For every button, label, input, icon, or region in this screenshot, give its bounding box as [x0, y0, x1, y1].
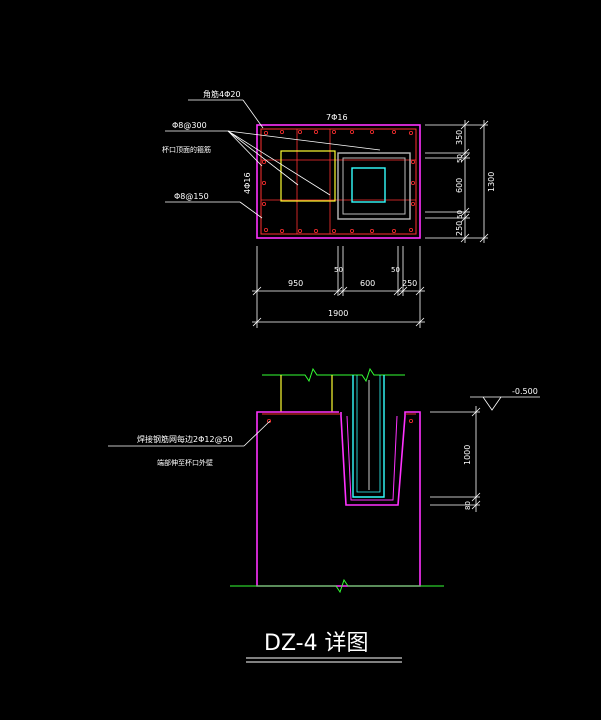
- plan-right-dim-3: 600: [455, 178, 464, 193]
- plan-bottom-dim-2: 50: [334, 266, 343, 274]
- section-view: 焊接钢筋网每边2Φ12@50 端部伸至杯口外壁 -0.500 1000 80: [108, 367, 540, 594]
- section-rebar-dot-right: [408, 418, 413, 423]
- plan-label-side-bars: 4Φ16: [243, 172, 252, 194]
- section-bottom-break: [230, 578, 444, 594]
- section-level-text: -0.500: [512, 387, 538, 396]
- plan-bottom-dims: [252, 246, 425, 328]
- plan-bottom-dim-5: 250: [402, 279, 417, 288]
- plan-cup-outer: [337, 152, 411, 220]
- plan-bottom-dim-1: 950: [288, 279, 303, 288]
- plan-leaders: [165, 99, 381, 219]
- plan-bottom-dim-3: 600: [360, 279, 375, 288]
- section-note-leader-diag: [243, 420, 271, 447]
- drawing-title: DZ-4 详图: [264, 631, 369, 656]
- plan-right-total: 1300: [487, 172, 496, 192]
- section-foundation-outline: [256, 411, 421, 587]
- plan-bottom-total: 1900: [328, 309, 348, 318]
- section-column-inner: [356, 375, 381, 493]
- plan-cup-inner: [342, 157, 406, 215]
- section-dim-bottom: 80: [464, 501, 472, 510]
- plan-rebar-dots: [261, 129, 415, 233]
- plan-label-stirrup-note: 杯口顶面的箍筋: [162, 145, 211, 154]
- section-cup-inner: [346, 415, 398, 501]
- plan-label-corner-bar: 角筋4Φ20: [203, 89, 241, 99]
- plan-right-dims: [425, 120, 489, 243]
- plan-rebar-cage: [260, 128, 417, 235]
- plan-view: 角筋4Φ20 7Φ16 Φ8@300 杯口顶面的箍筋 4Φ16 Φ8@150 3…: [162, 89, 496, 328]
- section-dim-depth: 1000: [463, 445, 472, 465]
- section-note-1: 焊接钢筋网每边2Φ12@50: [137, 434, 233, 444]
- plan-right-dim-4: 50: [456, 210, 464, 219]
- plan-collar-box: [280, 150, 336, 202]
- section-level-marker: [470, 396, 540, 411]
- drawing-title-block: DZ-4 详图: [246, 631, 402, 663]
- plan-column: [351, 167, 386, 203]
- section-rebar-dot-left: [266, 418, 271, 423]
- plan-label-top-bars: 7Φ16: [326, 113, 348, 122]
- plan-outline: [256, 124, 421, 239]
- plan-right-dim-5: 250: [455, 221, 464, 236]
- plan-label-stirrup-1: Φ8@300: [172, 121, 207, 130]
- section-ground-line: [262, 367, 405, 383]
- section-column: [352, 375, 385, 498]
- section-note-2: 端部伸至杯口外壁: [157, 458, 213, 467]
- plan-right-dim-2: 50: [456, 154, 464, 163]
- section-right-dims: [430, 406, 481, 512]
- plan-label-stirrup-2: Φ8@150: [174, 192, 209, 201]
- plan-right-dim-1: 350: [455, 130, 464, 145]
- plan-bottom-dim-4: 50: [391, 266, 400, 274]
